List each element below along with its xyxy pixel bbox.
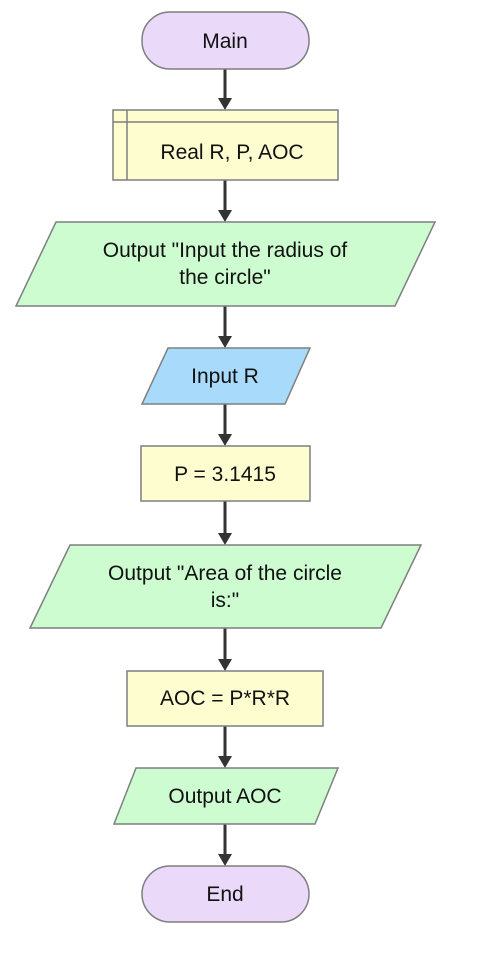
- output-prompt-label-line-1: Output "Input the radius of: [103, 239, 348, 262]
- output-prompt-shape: [14, 221, 437, 307]
- process-assign-p-shape: [140, 445, 311, 502]
- terminal-main[interactable]: Main: [141, 11, 310, 70]
- output-aoc-label: Output AOC: [168, 785, 281, 808]
- terminal-end-shape: [141, 865, 310, 923]
- declare-variables-label: Real R, P, AOC: [160, 141, 303, 164]
- output-area-label-line-1: Output "Area of the circle: [108, 562, 342, 585]
- output-prompt[interactable]: Output "Input the radius of the circle": [14, 221, 437, 307]
- connector-arrowhead-4: [218, 434, 232, 446]
- terminal-main-label: Main: [202, 30, 248, 53]
- connector-arrowhead-8: [218, 854, 232, 866]
- output-aoc[interactable]: Output AOC: [112, 767, 340, 825]
- flowchart-nodes: Main Real R, P, AOC Output "Input the ra…: [14, 11, 437, 923]
- declare-variables[interactable]: Real R, P, AOC: [112, 109, 339, 181]
- output-aoc-shape: [112, 767, 340, 825]
- connector-arrowhead-6: [218, 659, 232, 671]
- process-assign-p[interactable]: P = 3.1415: [140, 445, 311, 502]
- terminal-main-shape: [141, 11, 310, 70]
- process-assign-aoc-label: AOC = P*R*R: [160, 687, 290, 710]
- input-radius-shape: [140, 347, 312, 405]
- process-assign-aoc-shape: [126, 670, 324, 727]
- connector-arrowhead-1: [218, 98, 232, 110]
- input-radius-label: Input R: [191, 365, 259, 388]
- terminal-end[interactable]: End: [141, 865, 310, 923]
- output-area-label[interactable]: Output "Area of the circle is:": [28, 544, 423, 629]
- process-assign-p-label: P = 3.1415: [174, 463, 276, 486]
- terminal-end-label: End: [206, 883, 243, 906]
- connector-arrowhead-2: [218, 210, 232, 222]
- output-area-label-line-2: is:": [211, 589, 239, 612]
- connector-arrowhead-7: [218, 756, 232, 768]
- output-area-label-shape: [28, 544, 423, 629]
- input-radius[interactable]: Input R: [140, 347, 312, 405]
- output-prompt-label-line-2: the circle": [179, 266, 271, 289]
- process-assign-aoc[interactable]: AOC = P*R*R: [126, 670, 324, 727]
- connector-arrowhead-3: [218, 336, 232, 348]
- connector-arrowhead-5: [218, 533, 232, 545]
- flowchart-arrows: [218, 69, 232, 866]
